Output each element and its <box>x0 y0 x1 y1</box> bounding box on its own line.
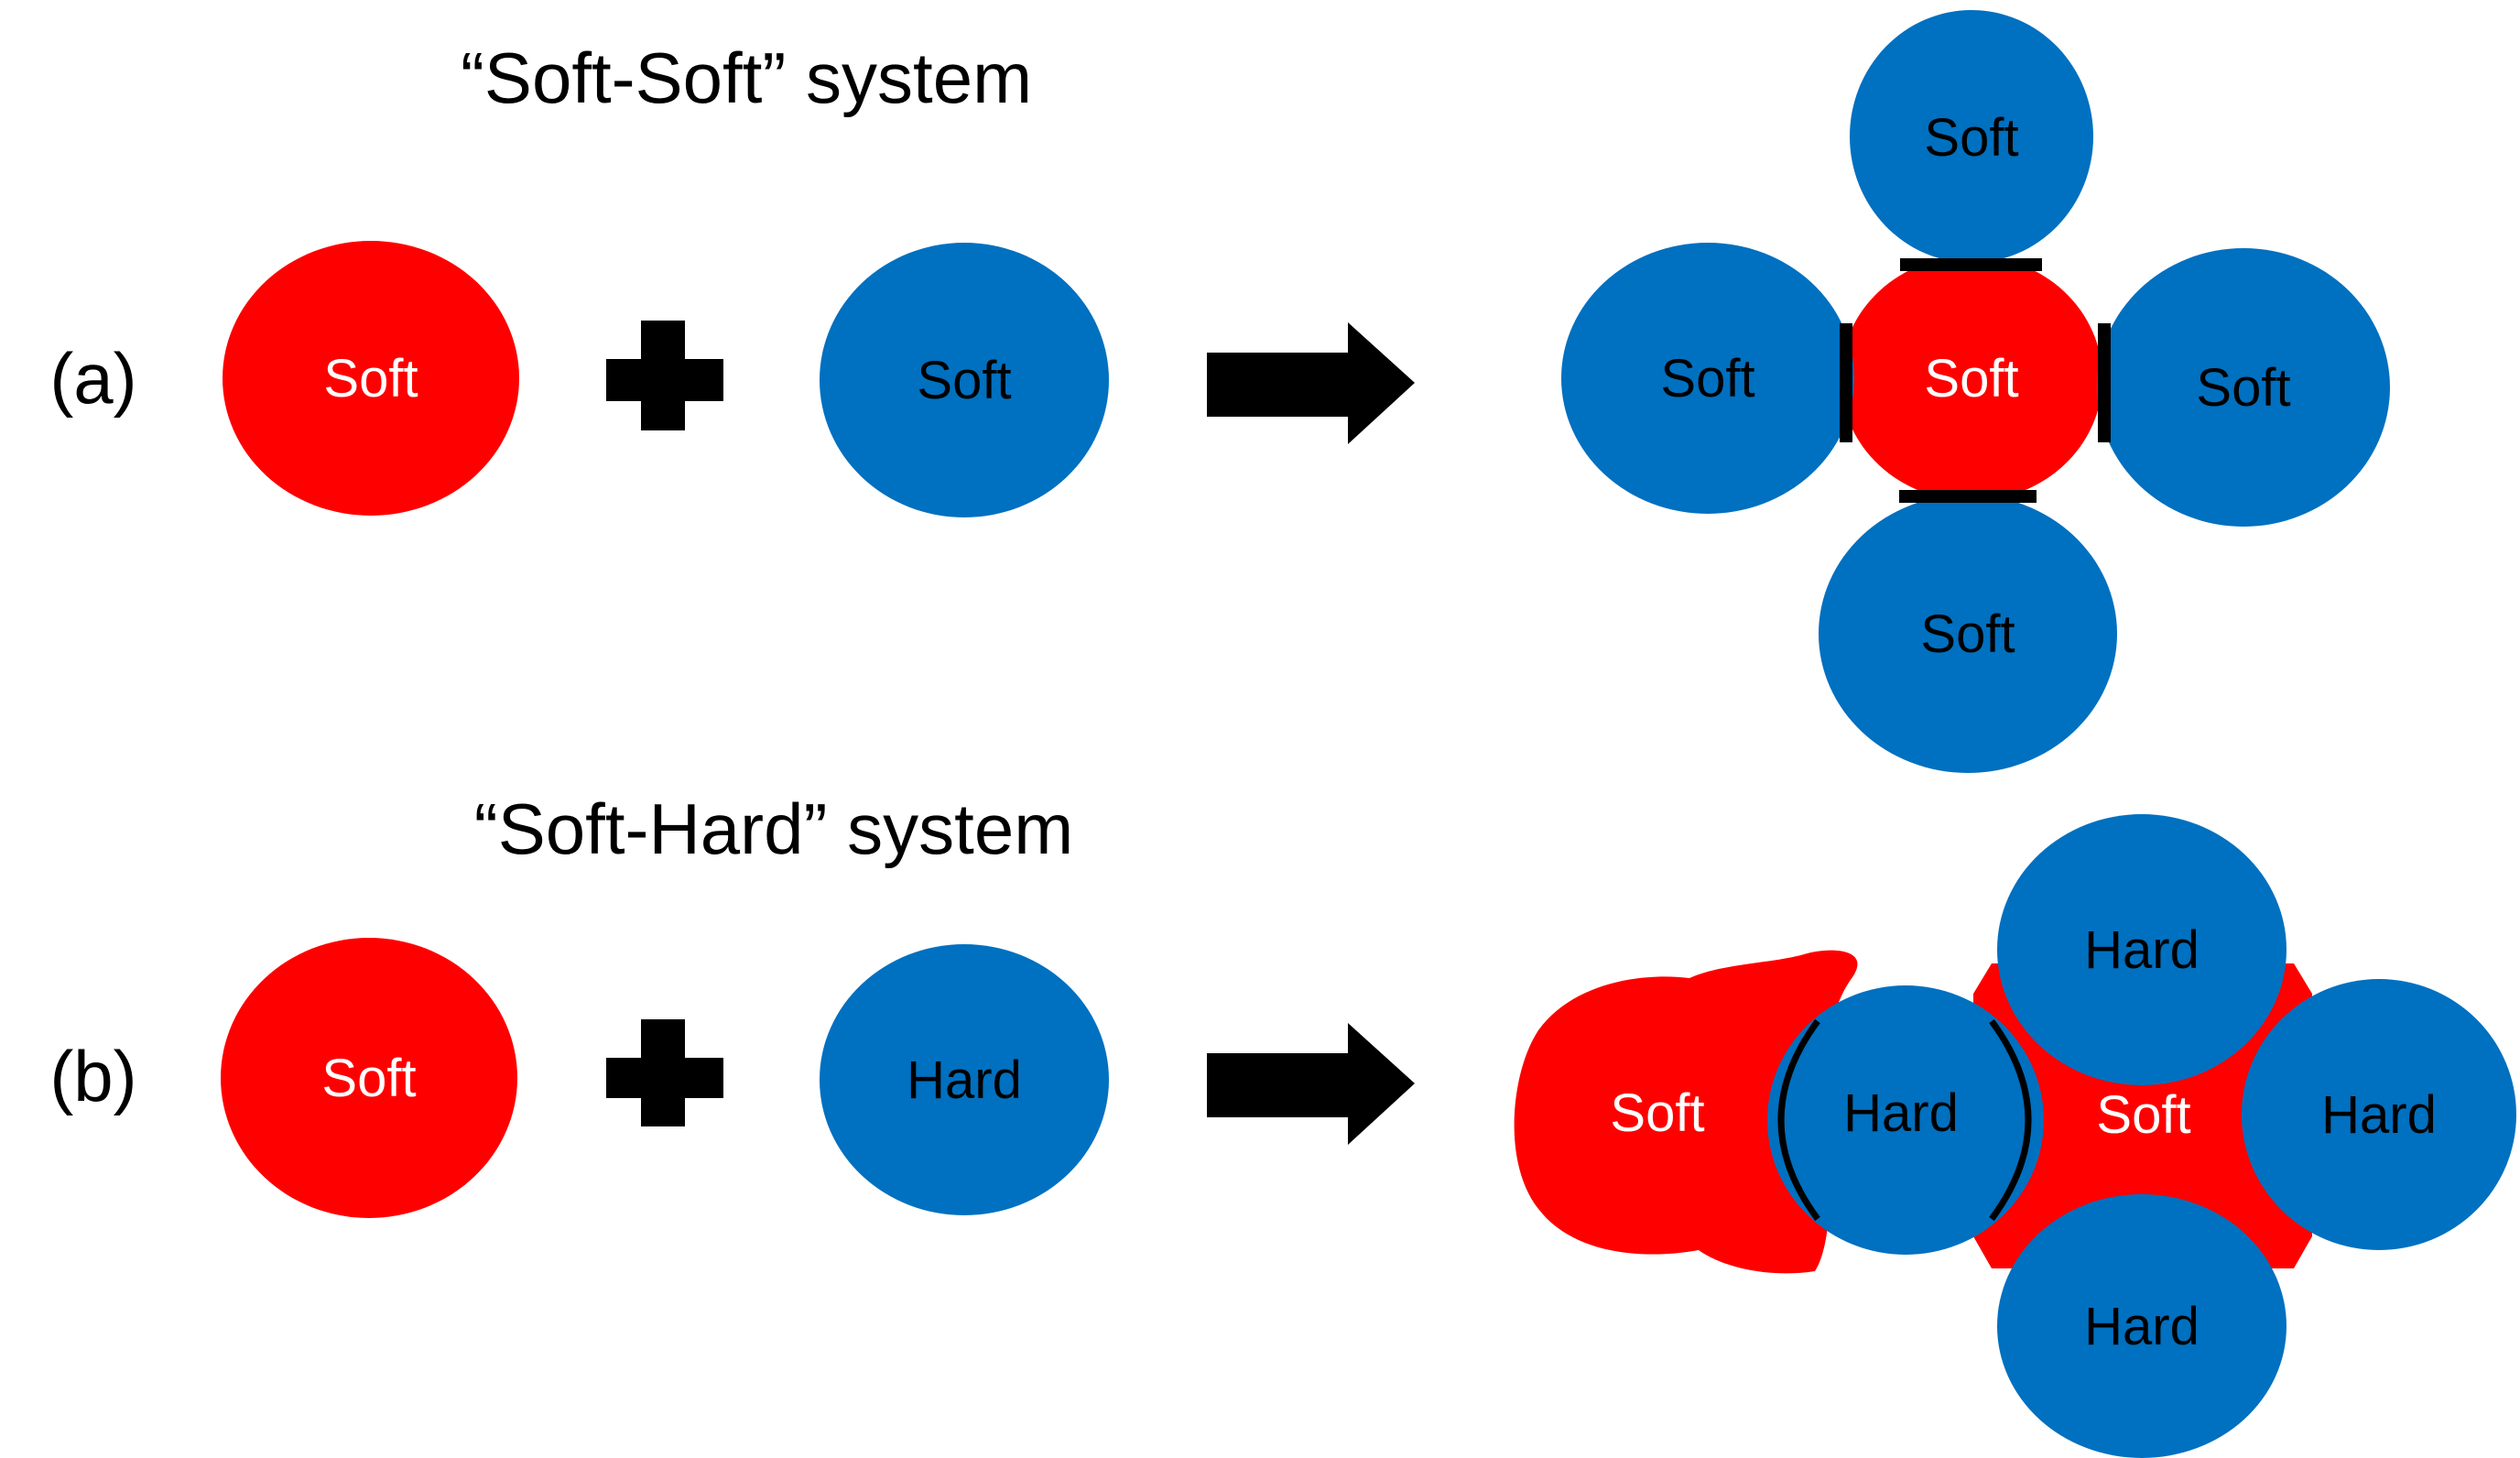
panel-a: “Soft-Soft” system (a) Soft Soft Soft So… <box>49 10 2390 773</box>
panel-a-result-right <box>2097 248 2390 527</box>
panel-b-result-hard-left <box>1767 985 2044 1255</box>
panel-b-soft-particle-red <box>221 938 517 1218</box>
panel-b-result-soft-left-label: Soft <box>1610 1083 1704 1143</box>
right-arrow-icon <box>1207 1023 1415 1145</box>
panel-b-contact-left <box>1777 1018 1820 1222</box>
right-arrow-icon <box>1207 322 1415 444</box>
panel-a-label: (a) <box>49 338 136 419</box>
panel-a-result-center <box>1841 256 2102 501</box>
panel-a-title: “Soft-Soft” system <box>461 38 1032 118</box>
panel-b-result-hard-right <box>2242 979 2516 1250</box>
panel-b-result-hard-left-label: Hard <box>1843 1083 1959 1143</box>
panel-b-result-cluster: Soft Hard Soft Hard Hard Hard <box>1514 814 2516 1458</box>
panel-a-result-bottom-label: Soft <box>1920 604 2015 664</box>
panel-a-result-right-label: Soft <box>2196 358 2290 418</box>
panel-b-result-soft-center-label: Soft <box>2096 1085 2190 1145</box>
panel-a-result-bottom <box>1819 495 2117 773</box>
panel-b-result-hard-bottom-label: Hard <box>2084 1297 2200 1356</box>
plus-icon <box>606 1019 723 1126</box>
panel-b-result-soft-left <box>1514 950 1858 1274</box>
panel-a-soft-particle-blue <box>820 243 1109 517</box>
panel-a-soft-particle-blue-label: Soft <box>917 351 1011 410</box>
panel-b-result-hard-right-label: Hard <box>2321 1085 2437 1145</box>
panel-b: “Soft-Hard” system (b) Soft Hard Soft <box>49 789 2516 1458</box>
panel-a-result-top-label: Soft <box>1924 108 2018 168</box>
panel-b-label: (b) <box>49 1036 136 1116</box>
panel-b-result-hard-bottom <box>1997 1194 2286 1458</box>
panel-a-result-left-label: Soft <box>1660 349 1754 408</box>
panel-b-result-hard-top-label: Hard <box>2084 920 2200 980</box>
panel-b-title: “Soft-Hard” system <box>474 789 1073 869</box>
panel-a-result-cluster: Soft Soft Soft Soft Soft <box>1561 10 2390 773</box>
panel-a-result-center-label: Soft <box>1924 349 2018 408</box>
panel-b-hard-particle-blue <box>820 944 1109 1215</box>
panel-a-result-left <box>1561 243 1854 514</box>
plus-icon <box>606 321 723 430</box>
panel-a-result-top <box>1850 10 2093 263</box>
panel-b-soft-particle-red-label: Soft <box>321 1049 416 1108</box>
panel-a-soft-particle-red-label: Soft <box>323 349 418 408</box>
panel-b-contact-center <box>1989 1018 2032 1222</box>
panel-a-soft-particle-red <box>223 241 519 516</box>
panel-b-result-hard-top <box>1997 814 2286 1085</box>
panel-b-hard-particle-blue-label: Hard <box>907 1050 1022 1110</box>
